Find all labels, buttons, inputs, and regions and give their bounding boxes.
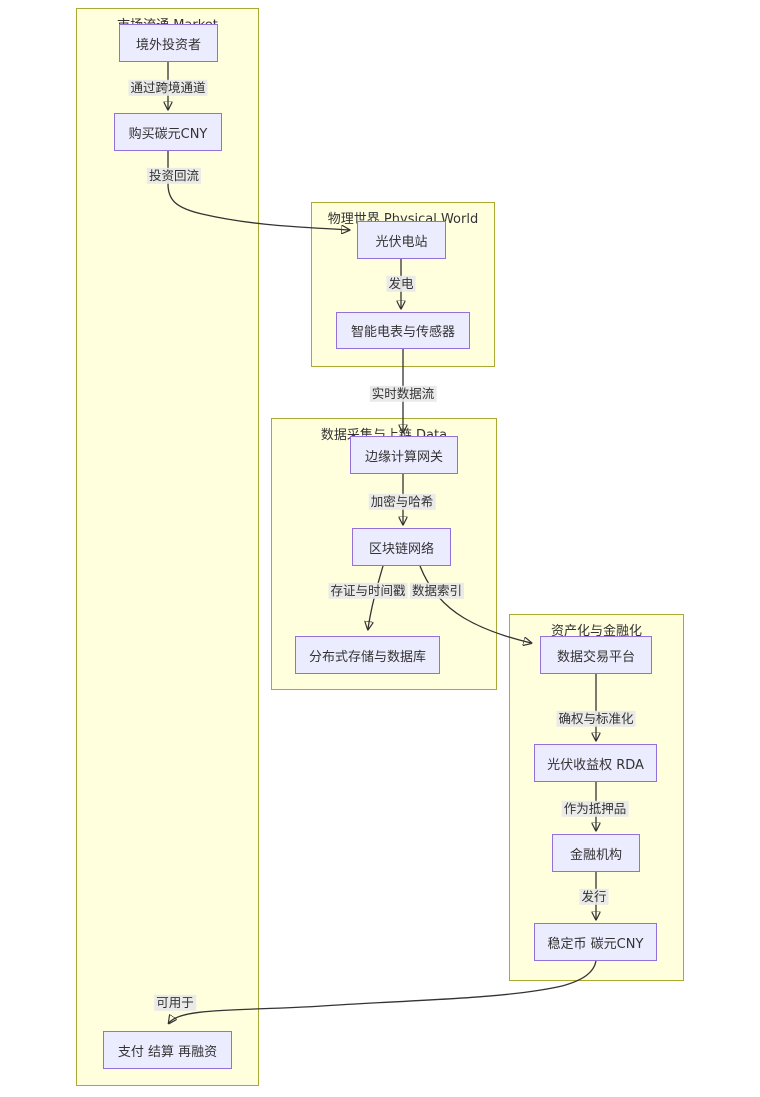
edge-label-investment-reflow: 投资回流 [146, 167, 202, 185]
edge-label-issue: 发行 [579, 888, 609, 906]
edge-label-as-collateral: 作为抵押品 [561, 800, 629, 818]
edge-stablecoin-pay [169, 960, 597, 1023]
edge-label-cross-border-channel: 通过跨境通道 [128, 79, 208, 97]
node-financial-institution: 金融机构 [552, 834, 640, 872]
edge-label-realtime-data-stream: 实时数据流 [369, 385, 437, 403]
subgraph-finance-title: 资产化与金融化 [550, 624, 642, 639]
node-smart-meter-sensors: 智能电表与传感器 [336, 312, 470, 349]
edge-label-power-generation: 发电 [386, 275, 416, 293]
subgraph-market: 市场流通 Market [76, 8, 259, 1086]
edge-label-evidence-timestamp: 存证与时间戳 [328, 582, 408, 600]
node-pv-revenue-right-rda: 光伏收益权 RDA [534, 744, 657, 782]
node-overseas-investor: 境外投资者 [119, 24, 218, 62]
edge-buy-pv [167, 151, 349, 230]
node-buy-carbon-cny: 购买碳元CNY [114, 113, 222, 151]
edge-label-encrypt-hash: 加密与哈希 [368, 493, 436, 511]
edge-label-rights-standardization: 确权与标准化 [556, 710, 636, 728]
node-pay-settle-refinance: 支付 结算 再融资 [103, 1031, 232, 1069]
node-edge-computing-gateway: 边缘计算网关 [350, 436, 458, 474]
edge-label-data-index: 数据索引 [409, 582, 465, 600]
edge-blockchain-platform [419, 565, 531, 643]
node-pv-station: 光伏电站 [357, 221, 446, 259]
node-stablecoin-carbon-cny: 稳定币 碳元CNY [534, 923, 657, 961]
node-blockchain-network: 区块链网络 [352, 528, 451, 566]
node-distributed-storage-db: 分布式存储与数据库 [295, 636, 440, 674]
edge-label-usable-for: 可用于 [154, 994, 196, 1012]
node-data-trading-platform: 数据交易平台 [540, 636, 652, 674]
